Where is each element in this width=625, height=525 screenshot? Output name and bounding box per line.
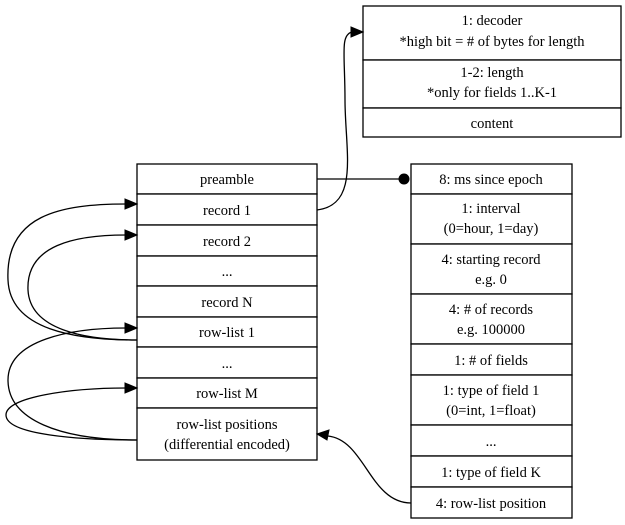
file-cell-record-n-label: record N: [201, 295, 253, 311]
preamble-cell-starting-record-line-1: 4: starting record: [441, 252, 541, 268]
preamble-cell-ellipsis: [410, 424, 573, 457]
preamble-cell-row-list-position-label: 4: row-list position: [436, 496, 547, 512]
preamble-cell-num-records-line-1: 4: # of records: [449, 302, 534, 318]
header-cell-length-line-2: *only for fields 1..K-1: [427, 85, 557, 101]
file-cell-ellipsis-1-label: ...: [222, 264, 233, 280]
preamble-cell-starting-record-line-2: e.g. 0: [475, 272, 507, 288]
file-cell-row-list-m: [136, 377, 318, 409]
preamble-cell-num-records-line-2: e.g. 100000: [457, 322, 525, 338]
header-record: 1: decoder *high bit = # of bytes for le…: [362, 5, 622, 138]
file-record: preamble record 1 record 2 ... record N …: [136, 163, 318, 461]
header-cell-decoder: [362, 5, 622, 61]
edge-positions-rowlist1-arrow-head: [124, 322, 139, 334]
edge-positions-to-rowlistM: [5, 387, 138, 441]
file-cell-ellipsis-2-label: ...: [222, 356, 233, 372]
edge-positions-rowlistM-arrow-head: [124, 382, 139, 394]
preamble-cell-ellipsis-label: ...: [486, 434, 497, 450]
file-cell-preamble-label: preamble: [200, 172, 254, 188]
file-cell-record-n: [136, 285, 318, 318]
preamble-cell-type-field-1-line-1: 1: type of field 1: [443, 383, 540, 399]
edge-rowlistposition-to-positions: [327, 435, 412, 504]
preamble-cell-interval: [410, 193, 573, 245]
header-cell-content-label: content: [471, 116, 514, 132]
edge-rowlist1-to-record2: [27, 234, 138, 341]
preamble-cell-num-fields: [410, 343, 573, 376]
edge-positions-to-rowlist1: [7, 327, 138, 441]
header-cell-length-line-1: 1-2: length: [460, 65, 524, 81]
preamble-cell-interval-line-1: 1: interval: [461, 201, 520, 217]
preamble-cell-num-records: [410, 293, 573, 345]
file-cell-record-1-label: record 1: [203, 203, 251, 219]
file-cell-record-2: [136, 224, 318, 257]
preamble-cell-type-field-1-line-2: (0=int, 1=float): [446, 403, 536, 419]
preamble-cell-type-field-1: [410, 374, 573, 426]
header-cell-decoder-line-2: *high bit = # of bytes for length: [400, 34, 586, 50]
file-cell-row-list-positions: [136, 407, 318, 461]
header-cell-decoder-line-1: 1: decoder: [462, 13, 523, 29]
file-cell-row-list-positions-line-2: (differential encoded): [164, 437, 290, 453]
file-cell-ellipsis-2: [136, 346, 318, 379]
preamble-cell-type-field-k: [410, 455, 573, 488]
preamble-cell-num-fields-label: 1: # of fields: [454, 353, 528, 369]
edge-rowlist1-record1-arrow-head: [124, 198, 139, 210]
edge-rowlist1-to-record1: [7, 203, 138, 341]
edge-record1-to-decoder: [316, 31, 353, 211]
preamble-cell-row-list-position: [410, 486, 573, 519]
edge-record1-arrow-head: [350, 26, 365, 38]
preamble-record: 8: ms since epoch 1: interval (0=hour, 1…: [410, 163, 573, 519]
edge-rowlistposition-arrow-head: [315, 429, 330, 441]
file-cell-row-list-m-label: row-list M: [196, 386, 258, 402]
edge-rowlist1-record2-arrow-head: [124, 229, 139, 241]
preamble-cell-ms-since-epoch-label: 8: ms since epoch: [439, 172, 543, 188]
file-cell-record-2-label: record 2: [203, 234, 251, 250]
file-cell-row-list-positions-line-1: row-list positions: [176, 417, 277, 433]
preamble-cell-type-field-k-label: 1: type of field K: [441, 465, 541, 481]
header-cell-length: [362, 59, 622, 109]
preamble-cell-interval-line-2: (0=hour, 1=day): [444, 221, 539, 237]
edge-preamble-dot-head: [398, 173, 410, 185]
file-cell-row-list-1-label: row-list 1: [199, 325, 255, 341]
header-cell-content: [362, 107, 622, 138]
edges: [5, 26, 412, 504]
